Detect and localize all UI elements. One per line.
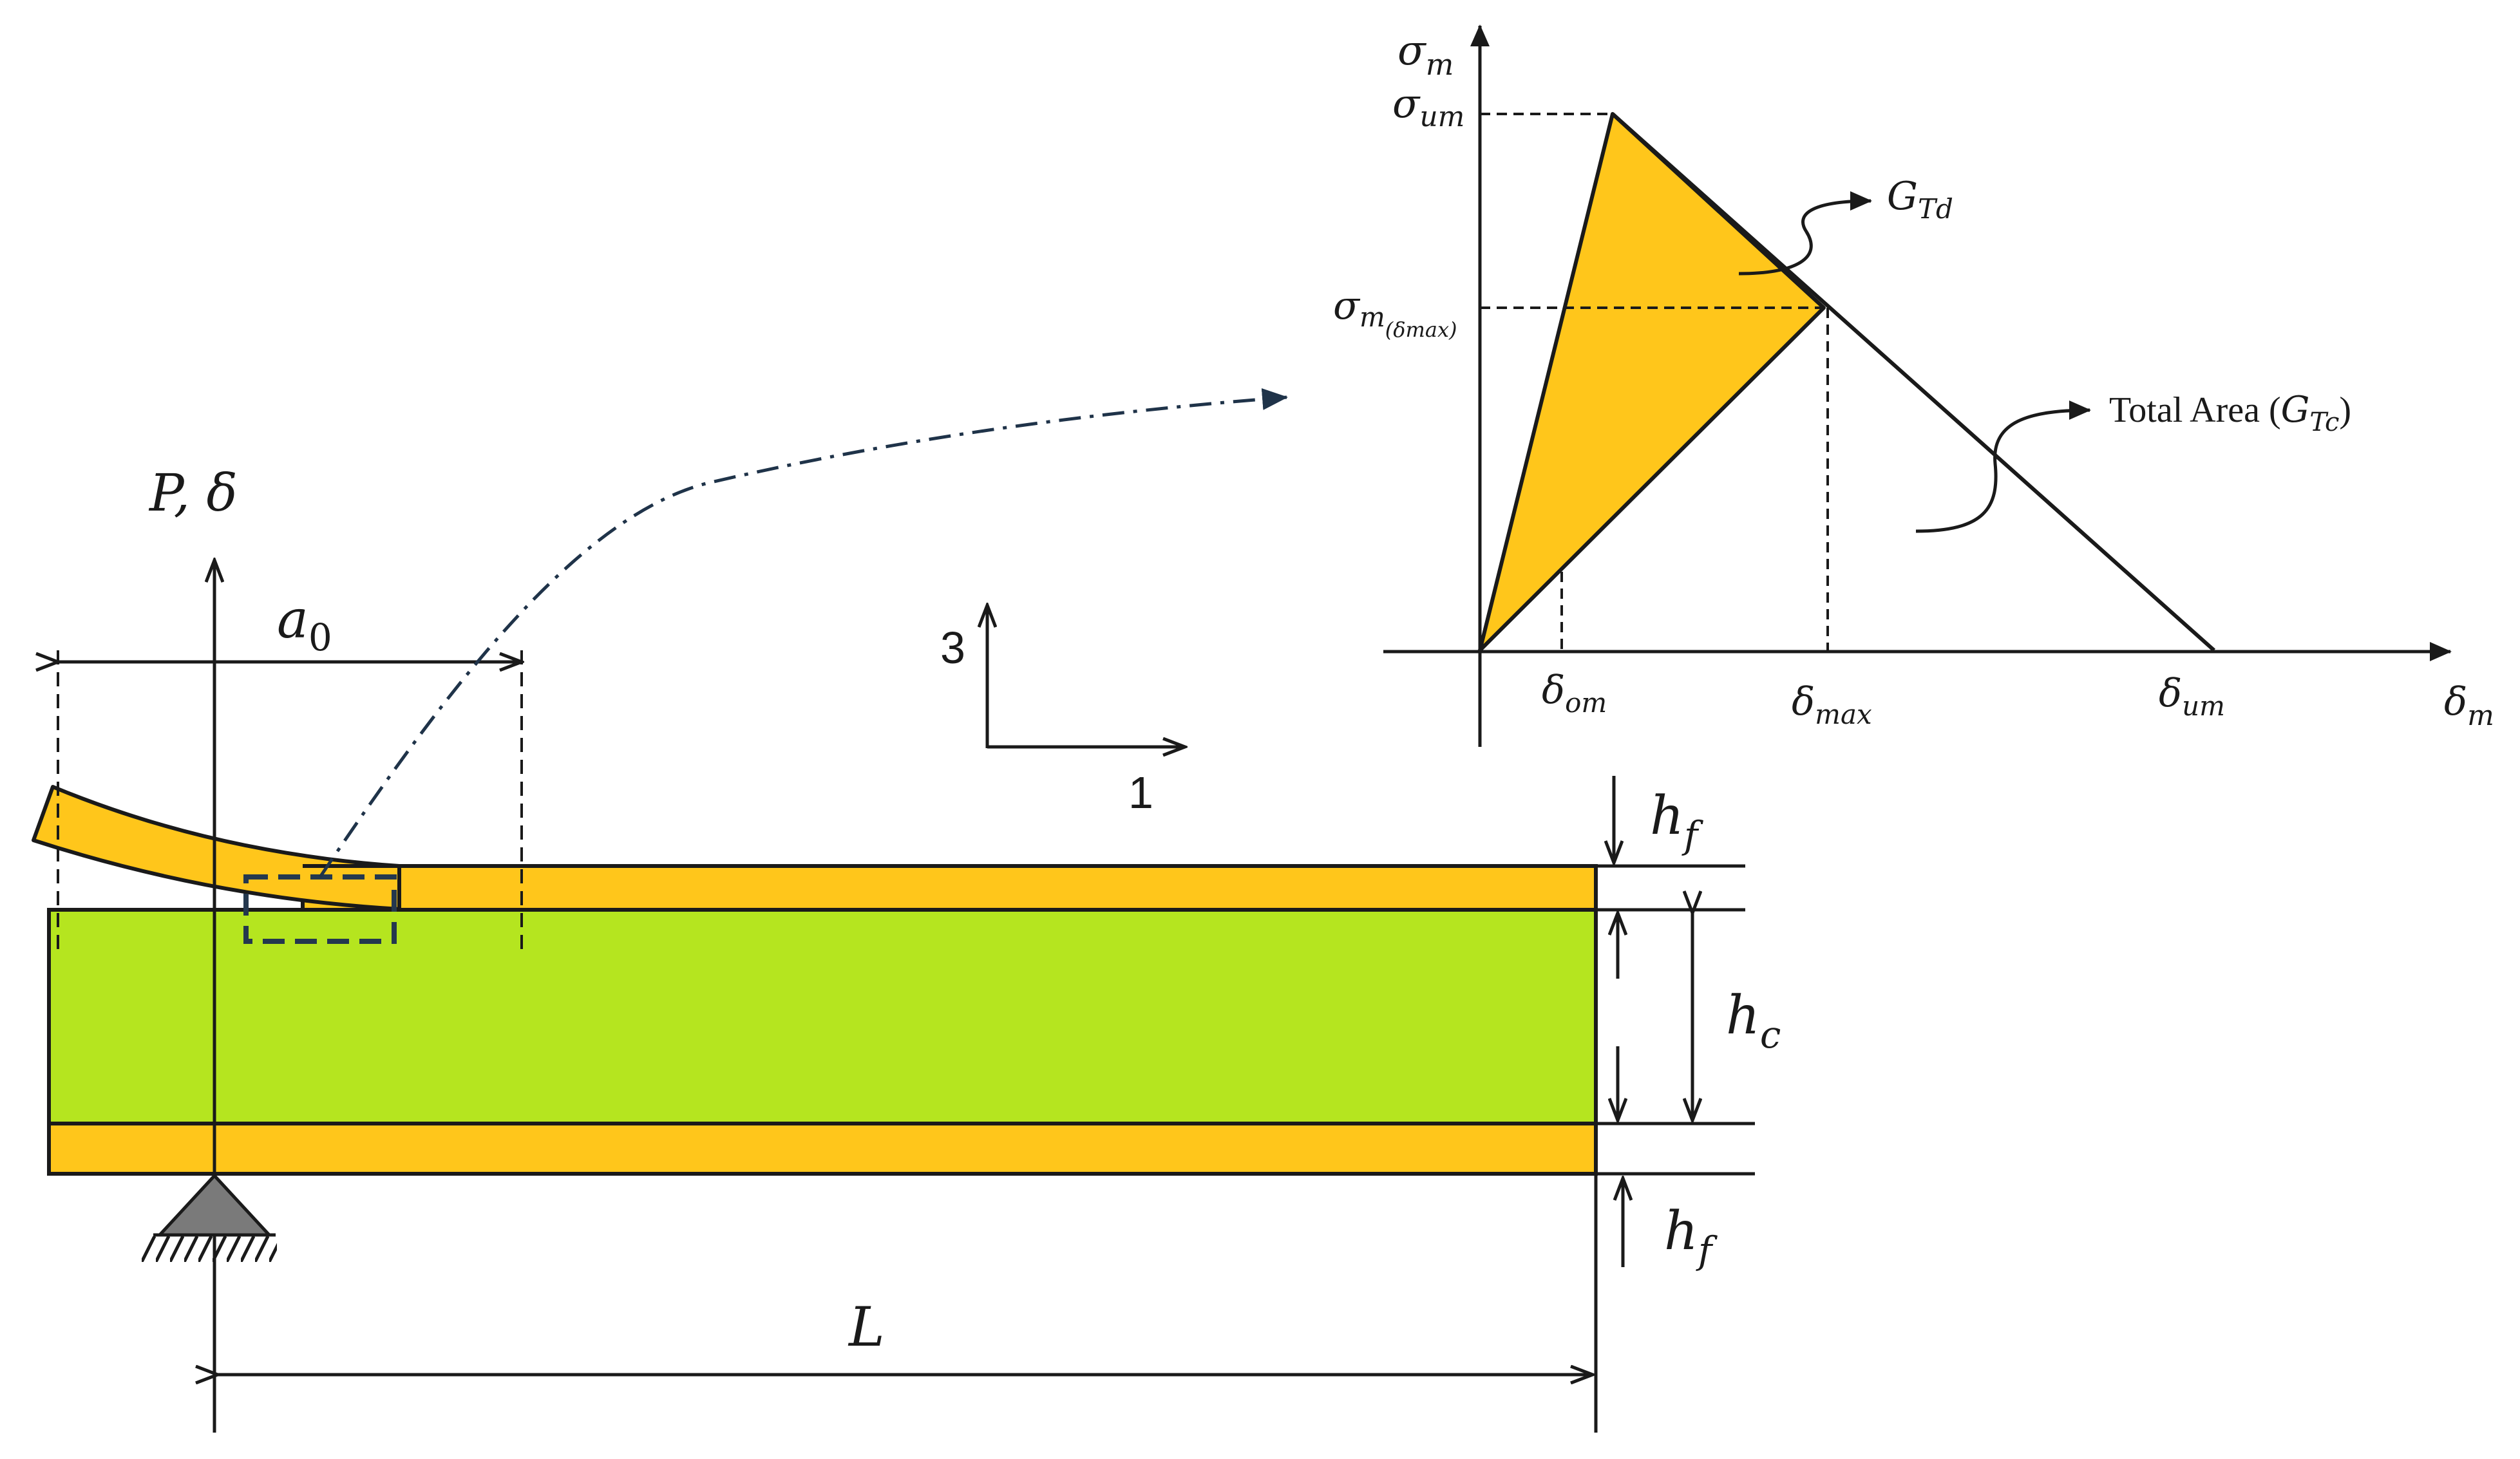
core-thickness-label: hc [1726,985,1781,1057]
dissipated-energy-label: GTd [1887,174,1953,225]
softening-line [1611,112,2215,652]
traction-separation-law: σm δm σum σm(δmax) δom δmax δum GTd To [1333,24,2494,747]
stress-axis-label: σm [1397,27,1454,82]
span-label: L [848,1295,885,1359]
load-label: P, δ [148,463,238,523]
ultimate-displacement-label: δum [2159,671,2225,722]
pin-support [142,1174,277,1262]
support-hatching [142,1236,277,1262]
displacement-axis-label: δm [2444,679,2494,732]
crack-length-label: a0 [277,589,332,659]
zoom-connector-curve [318,388,1288,878]
direction-3-label: 3 [940,623,965,673]
bottom-face-thickness-label: hf [1664,1201,1718,1272]
debonded-face-flap [32,785,401,911]
support-triangle [158,1174,271,1237]
dissipated-energy-pointer [1738,191,1872,276]
coordinate-triad: 3 1 [940,605,1185,818]
onset-displacement-label: δom [1542,668,1607,719]
peak-stress-label: σum [1392,80,1464,133]
total-area-label: Total Area (GTc) [2109,389,2351,437]
max-displacement-label: δmax [1792,679,1872,730]
dissipated-energy-area [1478,112,1826,652]
top-face-sheet [301,864,1598,912]
direction-1-label: 1 [1128,767,1153,818]
sandwich-beam: P, δ a0 L hf hc hf [32,463,1781,1433]
total-area-pointer [1915,400,2091,533]
bottom-face-sheet [47,1122,1598,1176]
core [47,908,1598,1125]
top-face-thickness-label: hf [1650,786,1704,857]
current-stress-label: σm(δmax) [1333,283,1457,342]
